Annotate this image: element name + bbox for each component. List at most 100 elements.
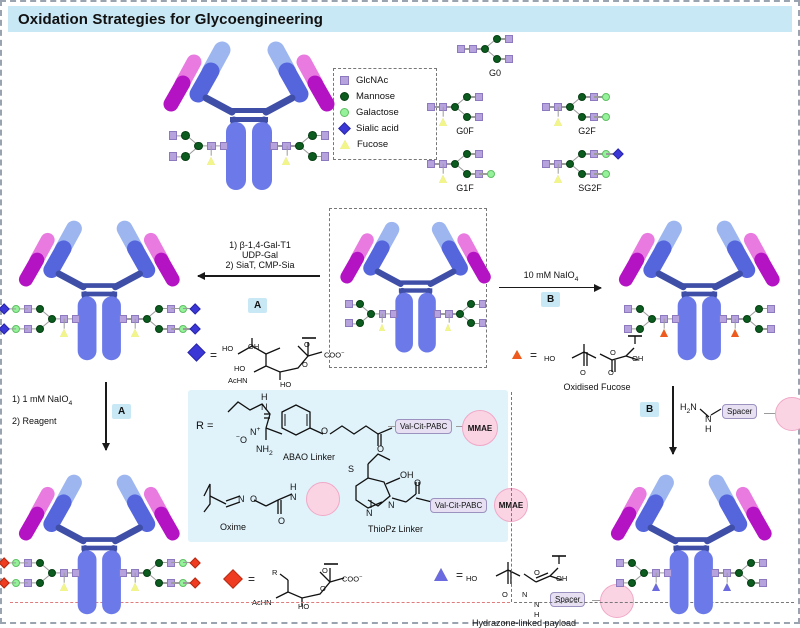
light-chain-cl-left <box>18 506 45 541</box>
thiopz-atom-o: O <box>414 478 422 488</box>
mannose-circle-icon <box>577 149 586 158</box>
glcnac-square-icon <box>718 314 727 324</box>
mannose-circle-icon <box>35 324 44 334</box>
glycan-bond <box>63 572 65 583</box>
mannose-circle-icon <box>154 324 163 334</box>
equals-sign: = <box>248 572 256 586</box>
glycan-bond <box>170 582 183 584</box>
glcnac-square-icon <box>663 568 672 578</box>
glycan-bond <box>170 328 183 330</box>
glycoform-diagram <box>456 32 531 66</box>
glycan-bond <box>182 308 195 310</box>
antibody-adc-bottom-left-shape <box>0 462 201 617</box>
glycoform-label: G0 <box>488 68 501 78</box>
galactose-circle-icon <box>601 92 610 101</box>
abao-atom-h: H <box>261 392 268 402</box>
glycan-bond <box>758 308 771 310</box>
glycan-bond <box>581 96 594 98</box>
modified-sialic-acid-diamond-icon <box>0 577 10 589</box>
arrow-shaft <box>102 382 109 451</box>
modified-sialic-acid-diamond-icon <box>188 577 201 589</box>
atom-o-1: O <box>580 368 586 377</box>
mannose-circle-icon <box>492 54 501 64</box>
atom-o-ring: O <box>302 360 308 369</box>
heavy-chain-ch1-left <box>363 240 390 276</box>
payload-mmae-circle: MMAE <box>462 410 498 446</box>
payload-circle <box>306 482 340 516</box>
thiopz-linker-label: ThioPz Linker <box>368 524 424 534</box>
glcnac-square-icon <box>71 568 80 578</box>
reagent-line-3: 2) SiaT, CMP-Sia <box>225 260 295 270</box>
hydrazine-bond <box>699 408 722 418</box>
antibody-adc-bottom-right-shape <box>602 462 781 617</box>
oxime-atom-n2: N <box>290 492 297 502</box>
glcnac-square-icon <box>478 300 487 309</box>
glycan-bond <box>581 116 594 118</box>
glycan-bond <box>605 153 618 155</box>
hydrazine-h2n-label: H2N <box>680 402 697 415</box>
thiopz-skeleton <box>355 453 433 509</box>
sialic-acid-skeleton <box>237 337 323 380</box>
hinge-right <box>711 270 744 291</box>
glycan-symbol-legend: GlcNAc Mannose Galactose Sialic acid Fuc… <box>333 68 437 160</box>
mannose-circle-icon <box>47 568 56 578</box>
hinge-right <box>111 270 144 291</box>
heavy-chain-ch1-left <box>43 494 72 533</box>
atom-n1: N <box>522 590 528 599</box>
reagent-line-2: UDP-Gal <box>241 250 278 260</box>
glcnac-square-icon <box>344 300 353 309</box>
glcnac-square-icon <box>456 44 466 54</box>
glycan-bond <box>478 173 491 175</box>
reagent-text: 1) 1 mM NaIO <box>12 394 69 404</box>
glycoform-G1F: G1F <box>426 147 513 193</box>
glycan-bond <box>134 572 147 574</box>
mannose-circle-icon <box>467 300 476 309</box>
mannose-circle-icon <box>635 304 644 313</box>
antibody-parent-top-shape <box>154 28 344 193</box>
light-chain-cl-left <box>618 252 645 287</box>
glcnac-square-icon <box>344 319 353 328</box>
fucose-triangle-icon <box>553 174 562 183</box>
abao-atom-n-plus: N+ <box>250 426 261 437</box>
legend-label: Mannose <box>356 91 396 102</box>
glycan-bond <box>581 153 594 155</box>
sialic-acid-diamond-icon <box>611 148 624 160</box>
glycan-bond <box>122 572 135 574</box>
glcnac-square-icon <box>320 152 330 162</box>
abao-atom-nh2: NH2 <box>256 444 273 457</box>
heavy-chain-ch1-right <box>719 494 748 533</box>
glycan-bond <box>471 303 483 306</box>
atom-oh: OH <box>556 574 568 583</box>
glcnac-square-icon <box>219 141 229 151</box>
hydrazone-triangle-icon <box>651 583 660 592</box>
mannose-circle-icon <box>154 558 163 567</box>
reaction-arrow-a-top: 1) β-1,4-Gal-T1 UDP-Gal 2) SiaT, CMP-Sia… <box>197 240 322 313</box>
hydrazone-caption: Hydrazone-linked payload <box>471 618 577 628</box>
atom-n: N <box>690 402 697 412</box>
galactose-circle-icon <box>601 169 610 179</box>
mannose-circle-icon <box>142 568 151 578</box>
mannose-circle-icon <box>742 314 751 324</box>
glcnac-square-icon <box>758 578 767 588</box>
mannose-circle-icon <box>142 314 151 324</box>
mannose-circle-icon <box>746 558 755 567</box>
glcnac-square-icon <box>340 76 349 85</box>
atom-o-glyco: O <box>322 566 328 575</box>
glycan-bond <box>158 308 171 310</box>
atom-o-carbonyl: O <box>502 590 508 599</box>
atom-ho: HO <box>466 574 478 583</box>
abao-atom-o-carbonyl: O <box>377 444 385 454</box>
sialic-acid-diamond-icon <box>187 343 206 362</box>
mannose-circle-icon <box>154 578 163 588</box>
atom-h-sub: 2 <box>686 407 691 415</box>
atom-o-2: O <box>608 368 614 377</box>
glycoform-label: G0F <box>456 126 474 136</box>
glycan-bond <box>472 48 485 50</box>
fucose-triangle-icon <box>206 157 215 166</box>
mannose-circle-icon <box>295 141 304 151</box>
legend-item-sialic-acid: Sialic acid <box>338 121 436 136</box>
divider-horizontal-red <box>10 602 510 603</box>
glycan-bond <box>714 572 727 574</box>
glcnac-square-icon <box>541 159 551 169</box>
legend-label: Galactose <box>356 107 399 118</box>
